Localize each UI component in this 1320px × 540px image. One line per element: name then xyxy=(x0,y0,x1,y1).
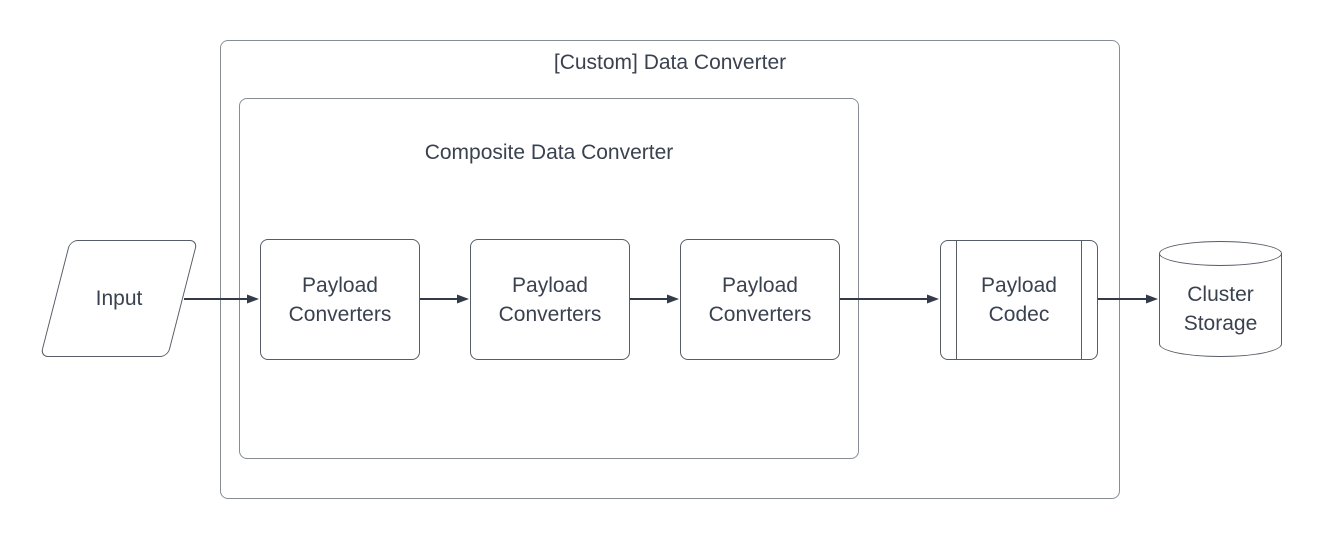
node-cluster-storage: Cluster Storage xyxy=(1159,253,1282,357)
node-payload-converter-3: Payload Converters xyxy=(680,239,840,360)
custom-data-converter-title: [Custom] Data Converter xyxy=(553,51,787,74)
node-cluster-storage-label: Cluster Storage xyxy=(1183,282,1258,335)
codec-right-bar xyxy=(1081,241,1082,359)
node-payload-converter-3-label: Payload Converters xyxy=(708,273,812,326)
node-payload-converter-1: Payload Converters xyxy=(260,239,420,360)
node-payload-codec: Payload Codec xyxy=(940,240,1098,360)
cluster-storage-cylinder-top xyxy=(1159,241,1282,266)
node-input-label: Input xyxy=(95,287,143,310)
node-payload-converter-1-label: Payload Converters xyxy=(288,273,392,326)
node-payload-codec-label: Payload Codec xyxy=(981,274,1057,326)
codec-left-bar xyxy=(956,241,957,359)
composite-data-converter-title: Composite Data Converter xyxy=(424,141,674,164)
node-payload-converter-2: Payload Converters xyxy=(470,239,630,360)
container-custom-data-converter: [Custom] Data Converter xyxy=(220,40,1120,499)
node-payload-converter-2-label: Payload Converters xyxy=(498,273,602,326)
container-composite-data-converter: Composite Data Converter xyxy=(239,98,859,459)
